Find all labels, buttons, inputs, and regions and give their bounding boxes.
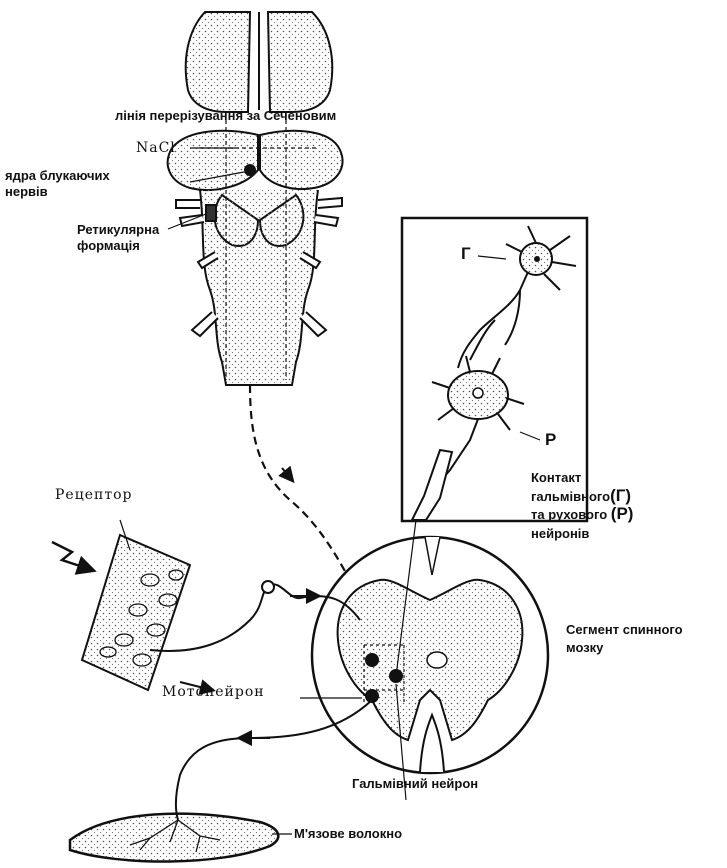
reticular-formation-label-line1: Ретикулярна — [77, 222, 159, 238]
sechenov-line-label: лінія перерізування за Сеченовим — [115, 108, 336, 124]
nacl-label: NaCl — [136, 140, 176, 156]
vagus-nuclei-label-line1: ядра блукаючих — [5, 168, 110, 184]
muscle-fiber — [70, 814, 292, 862]
contact-label-line2-mark: (Г) — [610, 486, 631, 505]
spinal-segment-label-line2: мозку — [566, 640, 603, 656]
descending-pathway — [250, 385, 360, 600]
brainstem — [200, 190, 318, 385]
receptor-label: Рецептор — [55, 487, 132, 503]
contact-label-line1: Контакт — [531, 470, 581, 486]
contact-label-line3: та рухового (Р) — [531, 506, 633, 523]
contact-label-line2-text: гальмівного — [531, 489, 610, 504]
contact-label-line4: нейронів — [531, 526, 589, 542]
right-hemisphere — [268, 12, 332, 112]
spinal-segment-label-line1: Сегмент спинного — [566, 622, 683, 638]
inset-g-label: Г — [461, 246, 471, 262]
left-lobe — [168, 131, 258, 190]
contact-label-line3-mark: (Р) — [611, 504, 634, 523]
inhibitory-neuron-label: Гальмівний нейрон — [352, 776, 478, 792]
muscle-fiber-label: М'язове волокно — [294, 826, 402, 842]
spinal-cord-segment — [312, 520, 548, 800]
reticular-formation-label-line2: формація — [77, 238, 140, 254]
brain — [168, 12, 343, 385]
receptor-tissue — [52, 520, 190, 690]
vagus-nucleus-dot — [244, 164, 256, 176]
motoneuron-label: Мотонейрон — [162, 684, 265, 700]
vagus-nuclei-label-line2: нервів — [5, 184, 48, 200]
inset-r-label: Р — [545, 432, 556, 448]
contact-label-line3-text: та рухового — [531, 507, 607, 522]
contact-label-line2: гальмівного(Г) — [531, 488, 631, 505]
right-lobe — [260, 131, 342, 189]
left-hemisphere — [186, 12, 250, 112]
